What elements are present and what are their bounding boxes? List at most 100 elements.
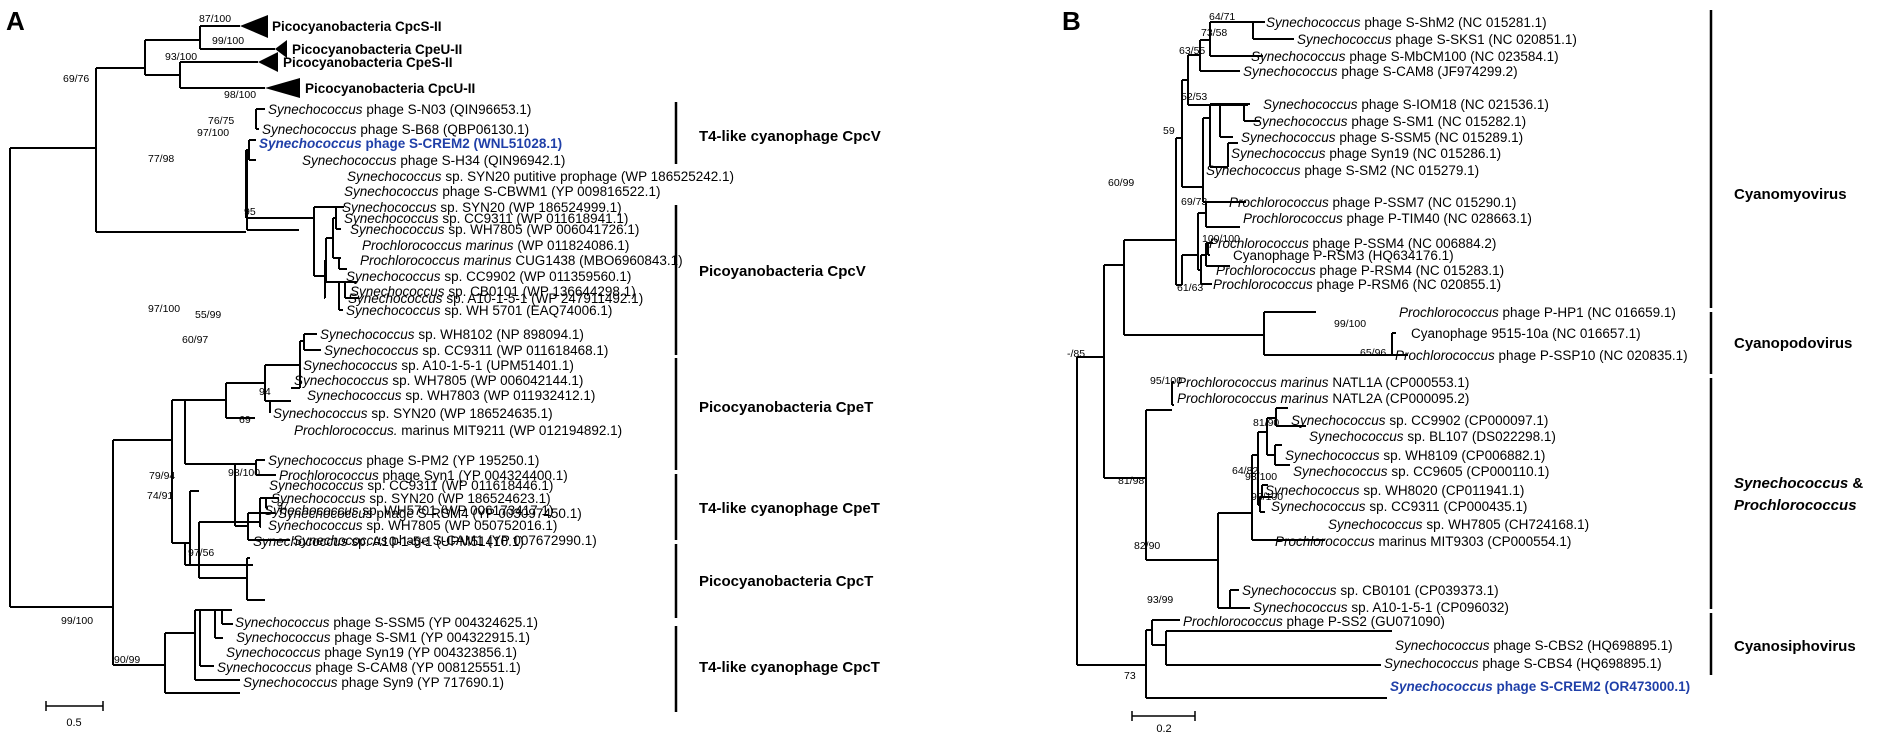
- highlighted-leaf-label: Synechococcus phage S-CREM2 (WNL51028.1): [259, 136, 562, 151]
- leaf-label: Synechococcus sp. SYN20 putitive prophag…: [347, 169, 734, 184]
- leaf-label: Prochlorococcus marinus NATL1A (CP000553…: [1177, 375, 1469, 390]
- support-value: 97/56: [188, 547, 214, 559]
- leaf-label: Prochlorococcus marinus MIT9303 (CP00055…: [1275, 534, 1571, 549]
- leaf-label: Prochlorococcus phage P-RSM4 (NC 015283.…: [1216, 263, 1504, 278]
- leaf-label: Synechococcus phage S-H34 (QIN96942.1): [302, 153, 565, 168]
- collapsed-label: Picocyanobacteria CpeS-II: [283, 55, 453, 70]
- support-value: 52/53: [1181, 91, 1207, 103]
- leaf-label: Prochlorococcus phage P-TIM40 (NC 028663…: [1243, 211, 1532, 226]
- support-value: 95/100: [1150, 375, 1182, 387]
- support-value: 69: [239, 414, 251, 426]
- leaf-label: Synechococcus sp. CC9902 (WP 011359560.1…: [346, 269, 631, 284]
- support-value: 74/91: [147, 490, 173, 502]
- panel-b-tree: [1076, 21, 1408, 699]
- leaf-label: Synechococcus phage S-SM1 (YP 004322915.…: [236, 630, 530, 645]
- leaf-label: Prochlorococcus phage P-SSM7 (NC 015290.…: [1229, 195, 1516, 210]
- support-value: 90/99: [114, 654, 140, 666]
- collapsed-label: Picocyanobacteria CpeU-II: [292, 42, 462, 57]
- leaf-label: Synechococcus phage S-SM2 (NC 015279.1): [1206, 163, 1479, 178]
- panel-a-collapsed-supports: 87/100 99/100 93/100 98/100: [165, 13, 256, 101]
- leaf-label: Synechococcus sp. CC9311 (CP000435.1): [1271, 499, 1527, 514]
- support-value: 99/100: [61, 615, 93, 627]
- group-label: Picoyanobacteria CpcV: [699, 263, 866, 280]
- support-value: 99/100: [1334, 318, 1366, 330]
- support-value: -/85: [1067, 348, 1085, 360]
- panel-a-letter: A: [6, 6, 25, 36]
- leaf-label: Synechococcus phage S-SM1 (NC 015282.1): [1253, 114, 1526, 129]
- support-value: 73/58: [1201, 27, 1227, 39]
- leaf-label: Synechococcus sp. WH7805 (WP 006041726.1…: [350, 222, 639, 237]
- leaf-label: Synechococcus sp. A10-1-5-1 (UPM51401.1): [303, 358, 574, 373]
- group-label: T4-like cyanophage CpcV: [699, 128, 881, 145]
- support-value: 97: [277, 500, 289, 512]
- leaf-label: Synechococcus sp. CC9311 (WP 011618468.1…: [324, 343, 608, 358]
- support-value: 77/98: [148, 153, 174, 165]
- support-value: 94: [259, 386, 271, 398]
- support-value: 87/100: [199, 13, 231, 25]
- support-value: 93/100: [165, 51, 197, 63]
- leaf-label: Synechococcus sp. WH7805 (WP 006042144.1…: [294, 373, 583, 388]
- collapsed-clade-triangle: [240, 15, 268, 38]
- leaf-label: Synechococcus sp. WH8102 (NP 898094.1): [320, 327, 584, 342]
- group-label: Synechococcus &: [1734, 475, 1863, 492]
- leaf-label: Synechococcus phage Syn9 (YP 717690.1): [243, 675, 504, 690]
- support-value: 93/100: [1245, 471, 1277, 483]
- support-value: 60/99: [1108, 177, 1134, 189]
- support-value: 82/90: [1134, 540, 1160, 552]
- leaf-label: Synechococcus sp. BL107 (DS022298.1): [1309, 429, 1556, 444]
- support-value: 99/100: [212, 35, 244, 47]
- support-value: 69/76: [63, 73, 89, 85]
- support-value: 63/55: [1179, 45, 1205, 57]
- leaf-label: Cyanophage P-RSM3 (HQ634176.1): [1233, 248, 1454, 263]
- leaf-label: Synechococcus phage S-SSM5 (NC 015289.1): [1241, 130, 1523, 145]
- leaf-label: Synechococcus phage S-PM2 (YP 195250.1): [268, 453, 539, 468]
- support-value: 64/82: [1232, 465, 1258, 477]
- leaf-label: Synechococcus phage S-CBWM1 (YP 00981652…: [344, 184, 660, 199]
- leaf-label: Prochlorococcus phage P-SS2 (GU071090): [1183, 614, 1445, 629]
- leaf-label: Synechococcus sp. WH8109 (CP006882.1): [1285, 448, 1545, 463]
- leaf-label: Synechococcus sp. WH5701 (WP 006173417.1…: [264, 503, 553, 518]
- leaf-label: Cyanophage 9515-10a (NC 016657.1): [1411, 326, 1641, 341]
- leaf-label: Synechococcus phage S-CAM1 (YP 007672990…: [293, 533, 597, 548]
- leaf-label: Synechococcus sp. A10-1-5-1 (UPM51410.1): [253, 534, 524, 549]
- leaf-label: Synechococcus sp. SYN20 (WP 186524999.1): [342, 200, 622, 215]
- panel-b-letter: B: [1062, 6, 1081, 36]
- support-value: 59: [1163, 125, 1175, 137]
- collapsed-clade-triangle: [265, 78, 300, 98]
- support-value: 98/100: [224, 89, 256, 101]
- leaf-label: Synechococcus sp. CC9311 (WP 011618446.1…: [269, 478, 553, 493]
- leaf-label: Synechococcus sp. WH7805 (WP 050752016.1…: [268, 518, 557, 533]
- leaf-label: Synechococcus sp. CC9902 (CP000097.1): [1291, 413, 1548, 428]
- support-value: 93/99: [1147, 594, 1173, 606]
- support-value: 100/100: [1202, 233, 1240, 245]
- highlighted-leaf-label: Synechococcus phage S-CREM2 (OR473000.1): [1390, 679, 1690, 694]
- support-value: 60/97: [182, 334, 208, 346]
- leaf-label: Synechococcus phage S-N03 (QIN96653.1): [268, 102, 531, 117]
- support-value: 97/100: [197, 127, 229, 139]
- leaf-label: Synechococcus sp. CB0101 (WP 136644298.1…: [350, 284, 636, 299]
- support-value: 76/75: [208, 115, 234, 127]
- panel-b-supports: 64/7173/5863/5552/535960/9969/73100/1006…: [1067, 11, 1386, 682]
- leaf-label: Prochlorococcus phage Syn1 (YP 004324400…: [279, 468, 568, 483]
- support-value: 73: [1124, 670, 1136, 682]
- support-value: 79/94: [149, 470, 175, 482]
- support-value: 81/98: [1118, 475, 1144, 487]
- panel-b-group-labels: Cyanomyovirus Cyanopodovirus Synechococc…: [1734, 186, 1863, 655]
- leaf-label: Synechococcus sp. WH7805 (CH724168.1): [1328, 517, 1589, 532]
- collapsed-label: Picocyanobacteria CpcU-II: [305, 81, 475, 96]
- support-value: 95: [244, 206, 256, 218]
- leaf-label: Prochlorococcus. marinus MIT9211 (WP 012…: [294, 423, 622, 438]
- leaf-label: Synechococcus phage S-SSM5 (YP 004324625…: [235, 615, 538, 630]
- group-label: Cyanomyovirus: [1734, 186, 1847, 203]
- leaf-label: Synechococcus phage S-CAM8 (JF974299.2): [1243, 64, 1518, 79]
- leaf-label: Synechococcus phage S-CAM8 (YP 008125551…: [217, 660, 521, 675]
- support-value: 98/100: [228, 467, 260, 479]
- leaf-label: Synechococcus sp. WH8020 (CP011941.1): [1265, 483, 1524, 498]
- scale-bar-label: 0.2: [1156, 723, 1171, 735]
- support-value: 65/96: [1360, 347, 1386, 359]
- leaf-label: Synechococcus sp. SYN20 (WP 186524623.1): [271, 491, 551, 506]
- support-value: 69/73: [1181, 196, 1207, 208]
- panel-a-collapsed-clades: [240, 15, 300, 98]
